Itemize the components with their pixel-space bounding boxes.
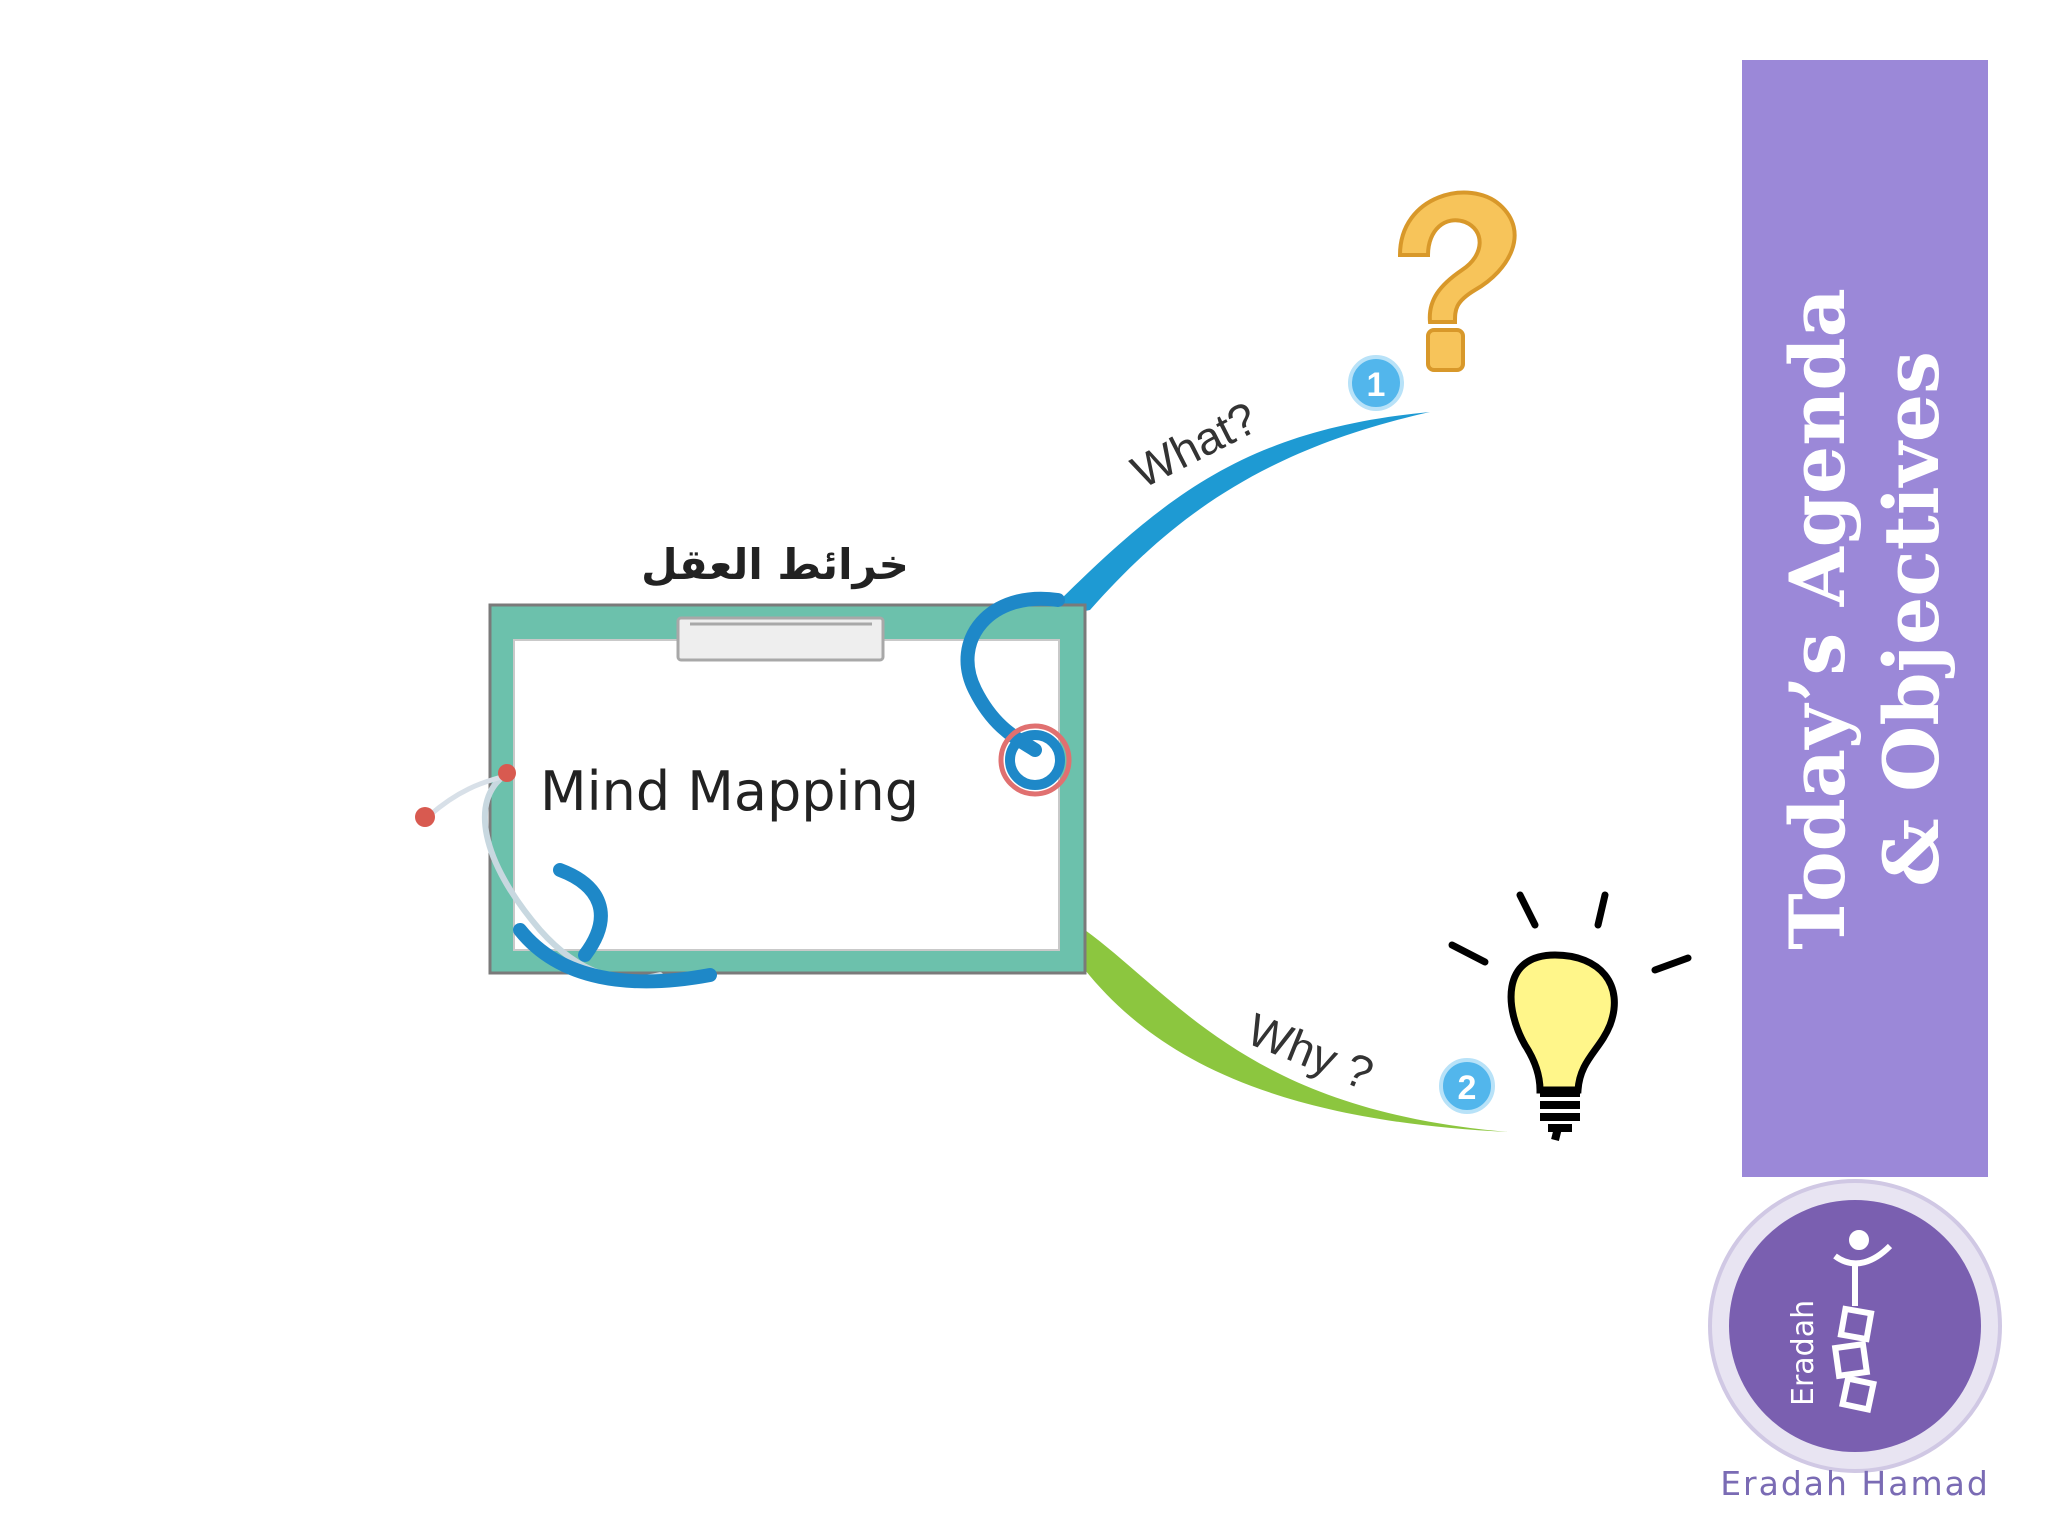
logo-mark-text: Eradah — [1786, 1300, 1821, 1406]
logo-caption: Eradah Hamad — [1720, 1464, 1990, 1503]
agenda-banner-title: Today’s Agenda & Objectives — [1771, 60, 1959, 1177]
branch-number-badge-2: 2 — [1439, 1058, 1495, 1114]
badge-1-text: 1 — [1367, 366, 1386, 404]
banner-line-1: Today’s Agenda — [1773, 287, 1862, 950]
badge-2-text: 2 — [1458, 1069, 1477, 1107]
agenda-banner: Today’s Agenda & Objectives — [1742, 60, 1988, 1177]
branch-number-badge-1: 1 — [1348, 355, 1404, 411]
eradah-logo: Eradah — [1708, 1179, 2002, 1473]
central-node-title-arabic: خرائط العقل — [641, 540, 909, 589]
banner-line-2: & Objectives — [1867, 350, 1956, 887]
light-bulb-icon — [1448, 891, 1692, 1141]
central-node-label: Mind Mapping — [540, 760, 920, 823]
branch-why-connector — [1085, 930, 1508, 1132]
stethoscope-icon — [415, 591, 1072, 989]
central-node-clipboard — [488, 603, 1087, 975]
person-with-books-icon — [1831, 1230, 1893, 1413]
question-mark-icon — [1397, 190, 1517, 372]
branch-what-connector — [1040, 412, 1430, 620]
